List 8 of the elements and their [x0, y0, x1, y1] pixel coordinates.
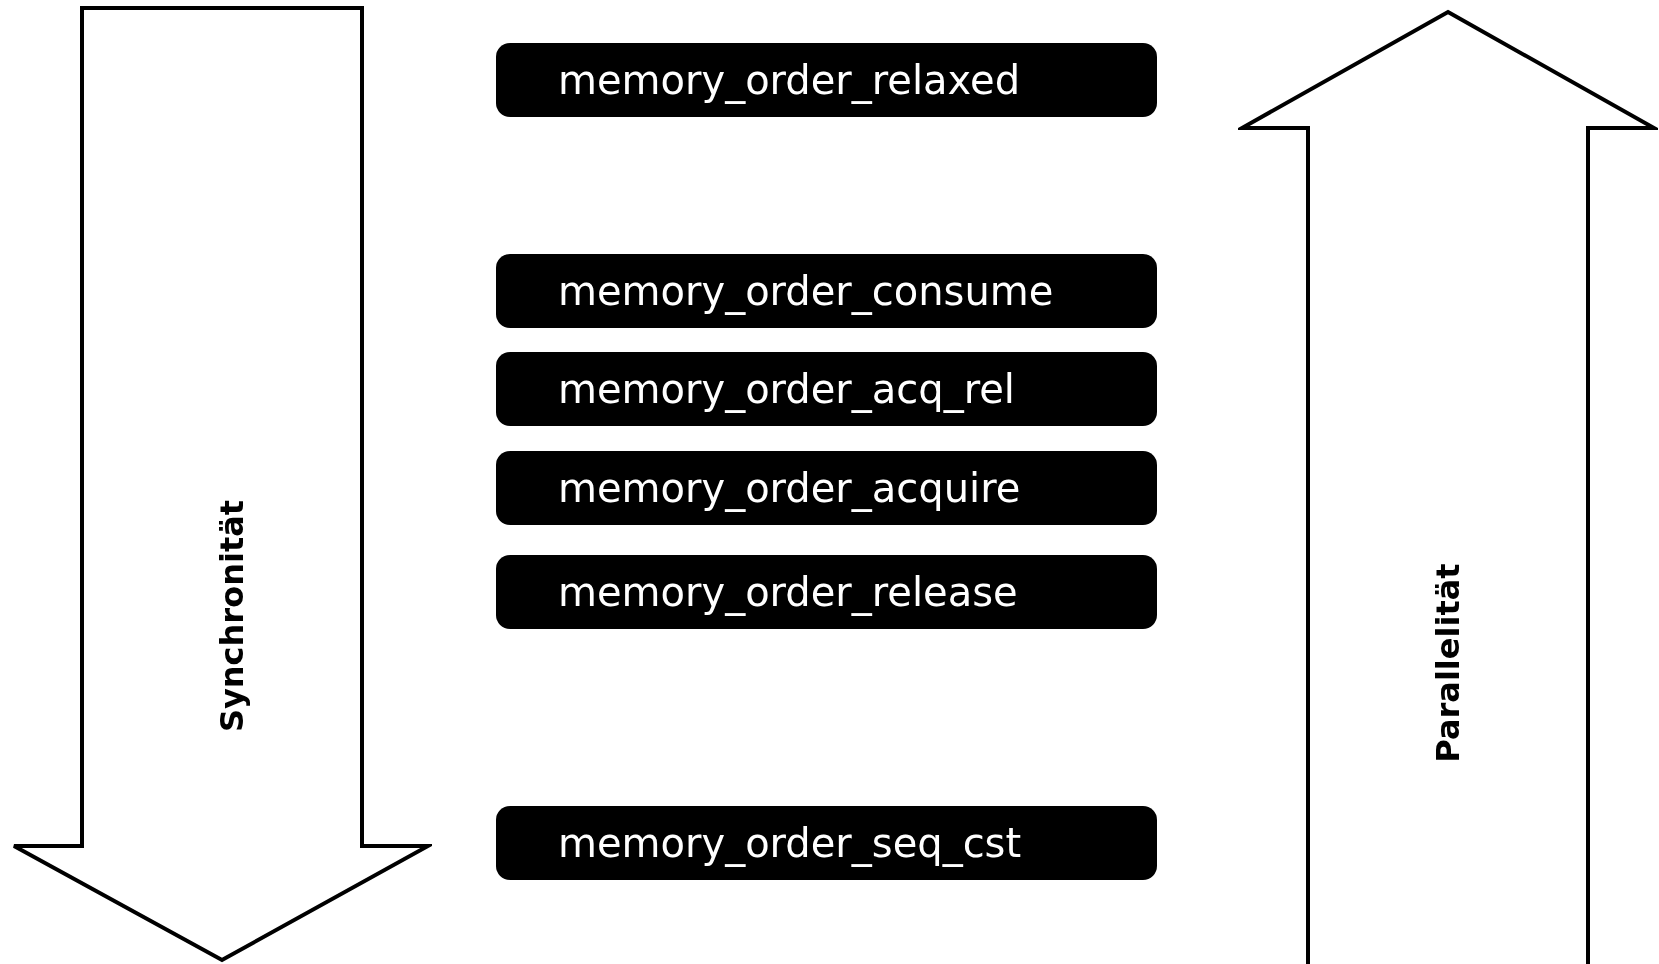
memory-order-box: memory_order_acquire [496, 451, 1157, 525]
arrow-label: Parallelität [1429, 563, 1467, 763]
memory-order-box: memory_order_relaxed [496, 43, 1157, 117]
arrow-label: Synchronität [213, 499, 251, 733]
memory-order-box: memory_order_release [496, 555, 1157, 629]
memory-order-box: memory_order_consume [496, 254, 1157, 328]
memory-order-box: memory_order_acq_rel [496, 352, 1157, 426]
memory-order-box: memory_order_seq_cst [496, 806, 1157, 880]
